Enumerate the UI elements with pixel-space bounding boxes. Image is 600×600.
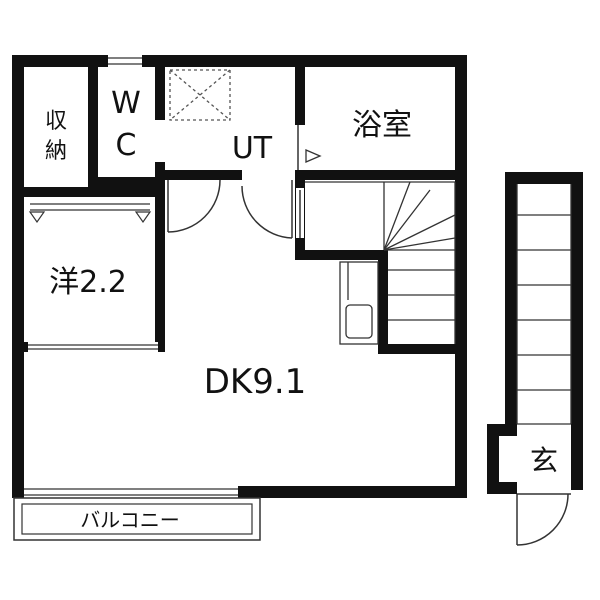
top-windows bbox=[108, 55, 142, 67]
bath-label: 浴室 bbox=[352, 108, 412, 143]
bath-door-icon[interactable] bbox=[295, 125, 322, 170]
stairs-icon bbox=[305, 181, 456, 344]
entrance-door-icon[interactable] bbox=[516, 493, 571, 546]
ut-door-icon[interactable] bbox=[241, 170, 295, 239]
entrance-stairs-icon bbox=[516, 184, 572, 425]
storage-label-2: 納 bbox=[45, 139, 67, 164]
wc-label-w: W bbox=[111, 86, 141, 121]
western-room-label: 洋2.2 bbox=[49, 265, 127, 300]
balcony: バルコニー bbox=[13, 497, 261, 541]
utility-room: UT bbox=[169, 69, 273, 166]
balcony-window-icon bbox=[24, 486, 238, 498]
closet-door-icon[interactable] bbox=[28, 203, 152, 224]
bath-room: 浴室 bbox=[352, 108, 412, 143]
entrance-stairwell: 玄 bbox=[487, 172, 583, 546]
entrance-label: 玄 bbox=[530, 444, 558, 477]
western-room: 洋2.2 bbox=[24, 187, 165, 352]
sink-icon bbox=[339, 261, 379, 345]
wc-door-gap bbox=[155, 120, 165, 162]
ut-label: UT bbox=[232, 131, 273, 166]
storage-label-1: 収 bbox=[45, 109, 67, 134]
dk-label: DK9.1 bbox=[204, 362, 307, 402]
storage-room: 収 納 bbox=[24, 109, 164, 197]
wc-label-c: C bbox=[116, 128, 137, 163]
balcony-label: バルコニー bbox=[80, 508, 180, 532]
western-room-door-icon[interactable] bbox=[165, 179, 221, 233]
vent-x-icon bbox=[169, 69, 231, 121]
western-room-window-icon bbox=[28, 342, 158, 352]
wc-room: W C bbox=[111, 86, 141, 163]
